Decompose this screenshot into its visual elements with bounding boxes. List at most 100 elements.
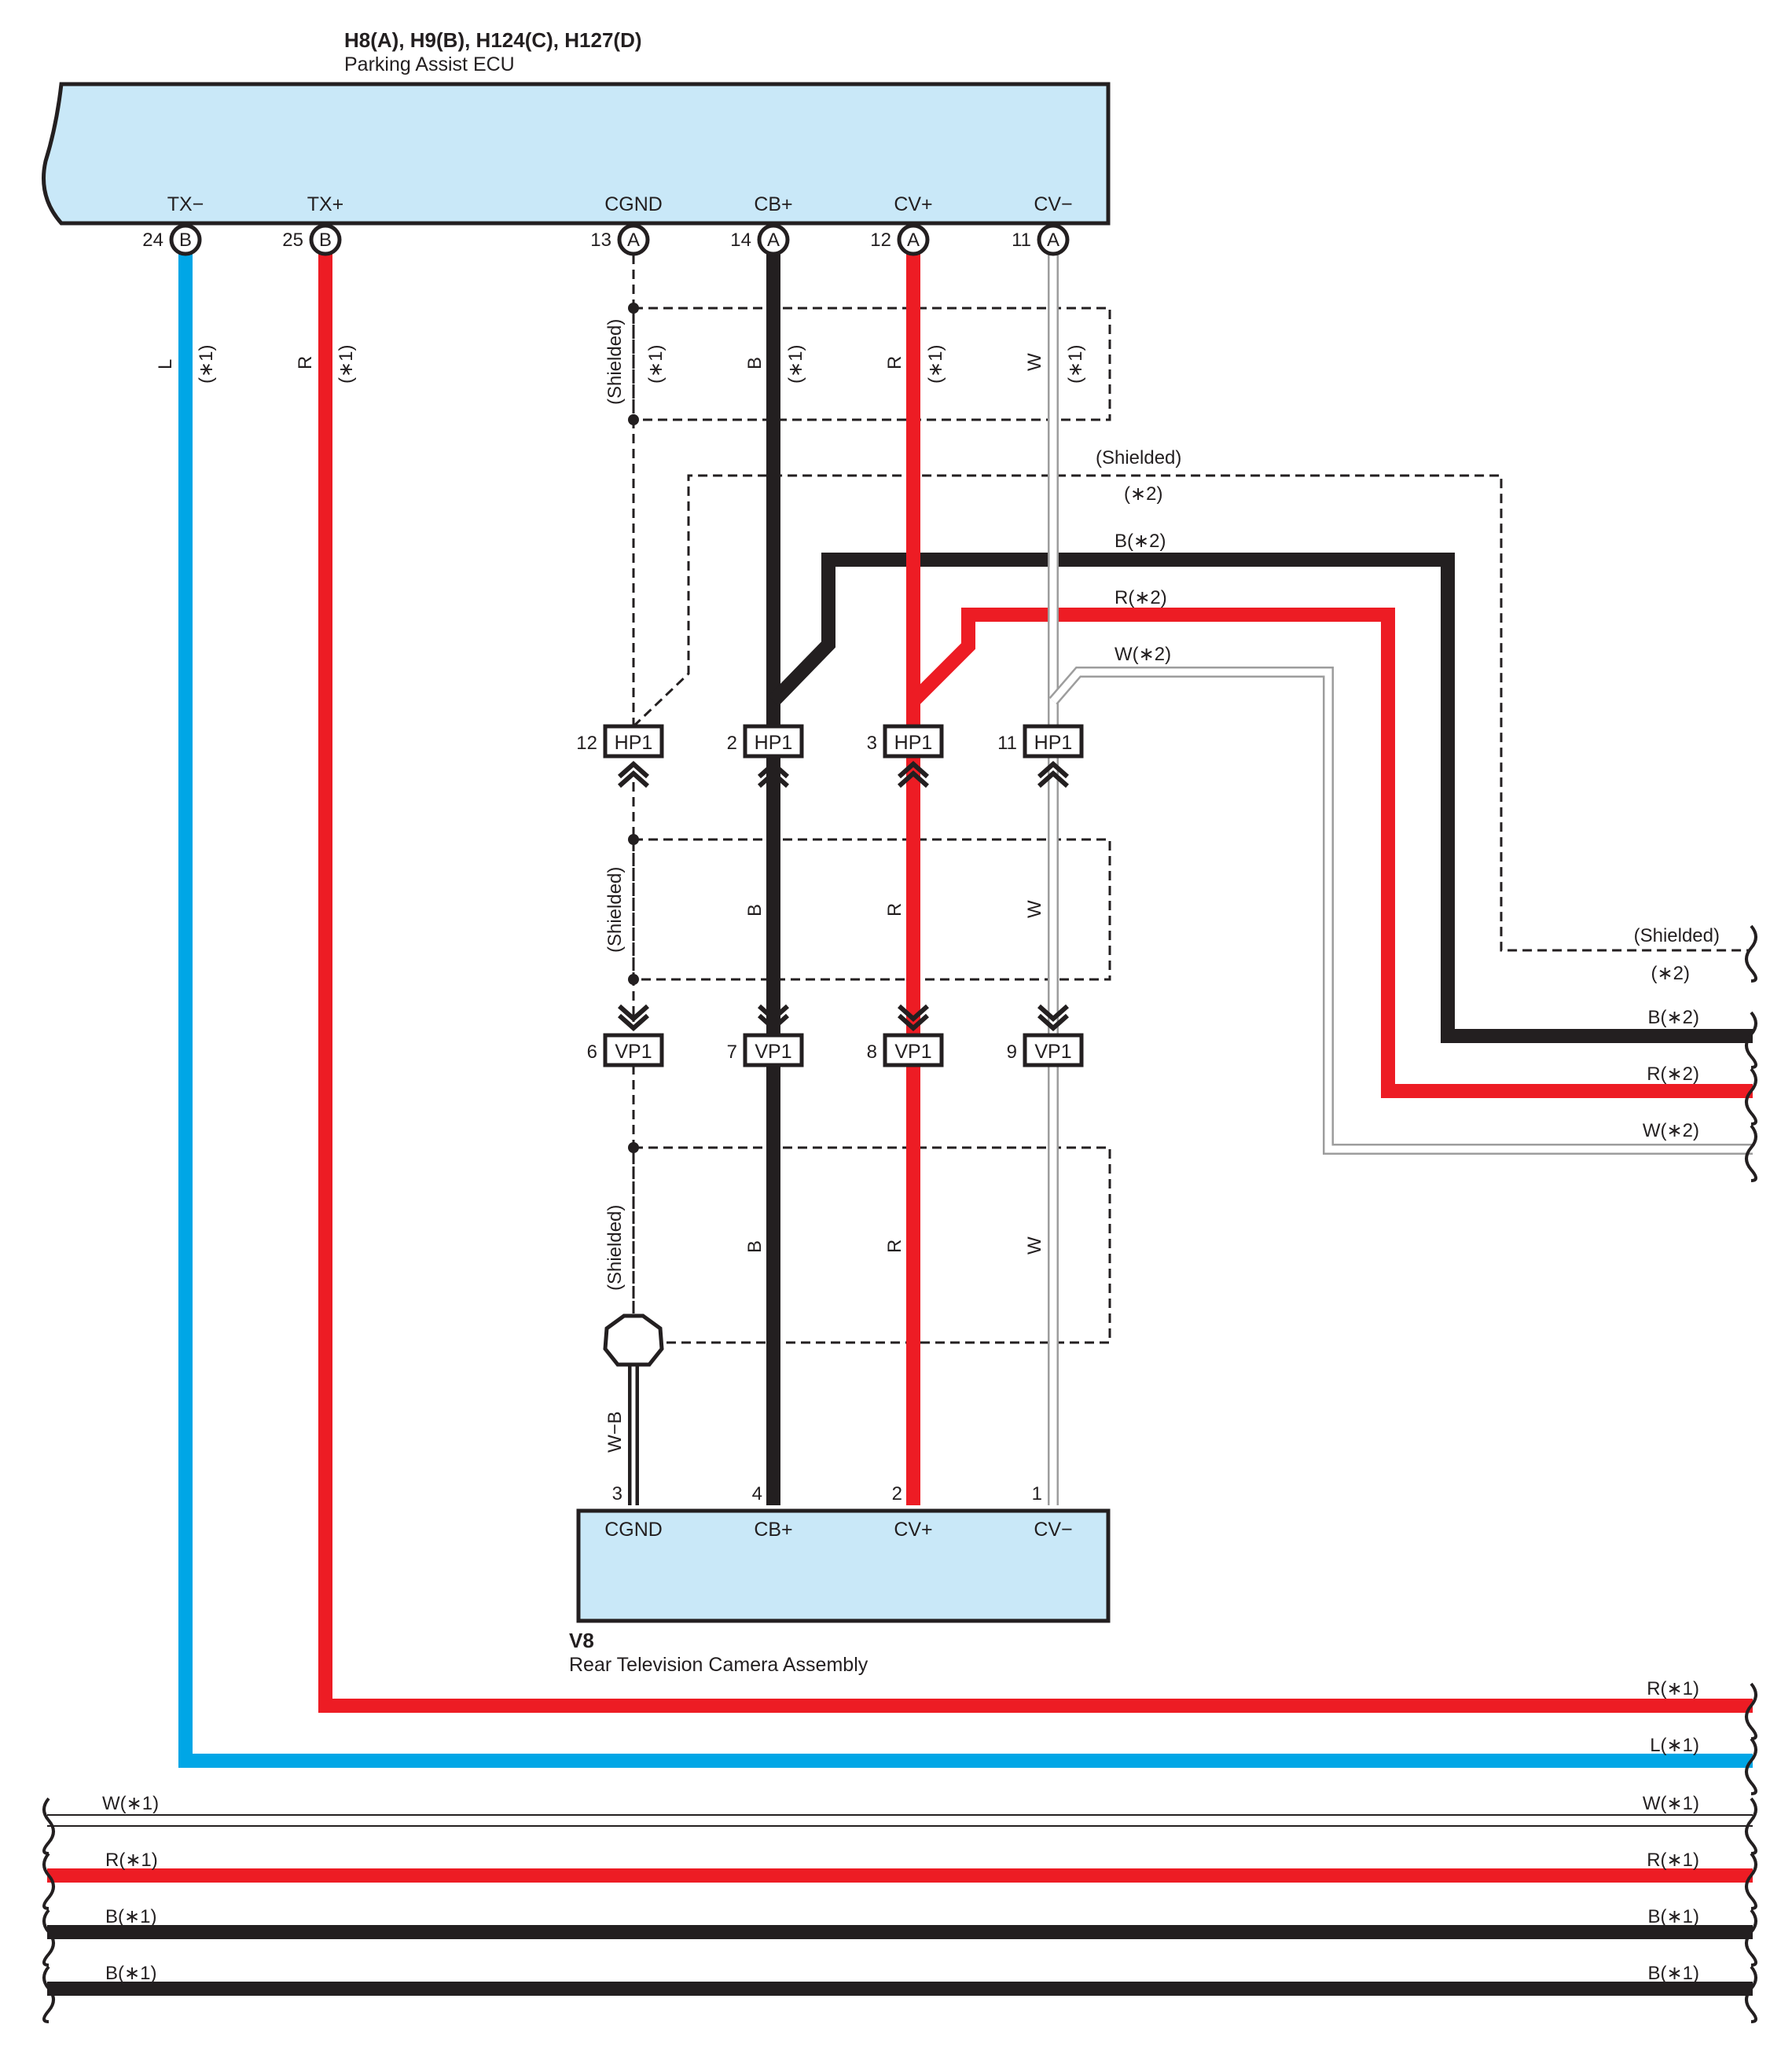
svg-text:R(∗2): R(∗2) — [1647, 1064, 1699, 1085]
camera-pin-1: 1 — [1032, 1483, 1042, 1504]
shield-dot — [628, 974, 639, 985]
svg-text:VP1: VP1 — [615, 1041, 652, 1063]
svg-text:(∗1): (∗1) — [785, 345, 806, 384]
ecu-name: Parking Assist ECU — [344, 53, 515, 75]
ecu-term-cgnd: CGND — [604, 193, 663, 215]
svg-text:W−B: W−B — [604, 1411, 626, 1453]
svg-text:(∗1): (∗1) — [645, 345, 666, 384]
svg-text:B(∗1): B(∗1) — [1648, 1963, 1699, 1984]
svg-text:(∗2): (∗2) — [1124, 483, 1162, 505]
hp1-pin-11: HP1 11 — [997, 724, 1084, 759]
ecu-term-cb-plus: CB+ — [754, 193, 792, 215]
ecu-term-cv-plus: CV+ — [894, 193, 932, 215]
svg-text:(∗1): (∗1) — [336, 345, 357, 384]
right-edge-labels: (Shielded) (∗2) B(∗2) R(∗2) W(∗2) R(∗1) … — [1634, 925, 1720, 1984]
camera-id: V8 — [569, 1629, 594, 1652]
camera-term-cb-plus: CB+ — [754, 1519, 792, 1541]
left-edge-labels: W(∗1) R(∗1) B(∗1) B(∗1) — [102, 1793, 159, 1984]
svg-text:VP1: VP1 — [894, 1041, 931, 1063]
svg-text:6: 6 — [587, 1042, 597, 1063]
svg-text:(Shielded): (Shielded) — [1634, 925, 1720, 946]
vp1-pin-6: VP1 6 — [587, 1033, 664, 1067]
shield-dot — [628, 834, 639, 845]
svg-text:24: 24 — [142, 230, 163, 251]
svg-text:B(∗1): B(∗1) — [105, 1906, 156, 1927]
camera-pin-3: 3 — [612, 1483, 622, 1504]
svg-text:VP1: VP1 — [1034, 1041, 1071, 1063]
svg-text:B(∗1): B(∗1) — [1648, 1906, 1699, 1927]
ecu-pin-cv-minus: A 11 — [1012, 223, 1070, 256]
ecu-pin-tx-plus: B 25 — [282, 223, 342, 256]
svg-text:W(∗1): W(∗1) — [102, 1793, 159, 1814]
svg-text:B: B — [744, 904, 766, 917]
svg-text:R(∗1): R(∗1) — [1647, 1850, 1699, 1871]
svg-text:HP1: HP1 — [615, 732, 653, 754]
svg-text:A: A — [767, 230, 780, 251]
svg-text:L: L — [155, 359, 176, 369]
ecu-pin-cb-plus: A 14 — [730, 223, 790, 256]
svg-text:B: B — [319, 230, 332, 251]
svg-text:(Shielded): (Shielded) — [604, 1205, 626, 1291]
svg-text:A: A — [627, 230, 640, 251]
break-marks-right — [1745, 924, 1757, 2023]
vp1-pin-8: VP1 8 — [867, 1033, 944, 1067]
svg-text:(Shielded): (Shielded) — [1096, 447, 1181, 468]
camera-pin-4: 4 — [752, 1483, 762, 1504]
svg-text:25: 25 — [282, 230, 303, 251]
shield-box-2 — [632, 838, 1111, 981]
svg-text:9: 9 — [1007, 1042, 1017, 1063]
ecu-term-tx-plus: TX+ — [307, 193, 344, 215]
svg-text:L(∗1): L(∗1) — [1650, 1735, 1699, 1756]
ecu-body — [42, 82, 1111, 226]
svg-text:(Shielded): (Shielded) — [604, 319, 626, 405]
svg-text:2: 2 — [727, 733, 737, 754]
ecu-term-tx-minus: TX− — [167, 193, 204, 215]
rotated-labels: L (∗1) R (∗1) (Shielded) (∗1) B (∗1) R (… — [155, 319, 1086, 1453]
hp1-pin-3: HP1 3 — [867, 724, 944, 759]
svg-text:W(∗2): W(∗2) — [1643, 1120, 1699, 1141]
hp1-pin-2: HP1 2 — [727, 724, 804, 759]
svg-text:B(∗2): B(∗2) — [1648, 1007, 1699, 1028]
hp1-pin-12: HP1 12 — [576, 724, 664, 759]
svg-text:11: 11 — [997, 733, 1017, 754]
vp1-pin-7: VP1 7 — [727, 1033, 804, 1067]
svg-text:8: 8 — [867, 1042, 877, 1063]
svg-text:W(∗2): W(∗2) — [1114, 644, 1171, 665]
svg-text:(∗1): (∗1) — [196, 345, 217, 384]
svg-text:11: 11 — [1012, 230, 1031, 251]
wire-tx-plus-red — [318, 250, 1753, 1713]
break-marks-left — [42, 1797, 55, 2023]
svg-text:W: W — [1024, 1236, 1045, 1255]
svg-text:14: 14 — [730, 230, 751, 251]
svg-text:HP1: HP1 — [894, 732, 933, 754]
svg-text:B(∗2): B(∗2) — [1114, 531, 1166, 552]
wire-cv-minus-white — [1048, 250, 1753, 1505]
svg-text:13: 13 — [590, 230, 611, 251]
svg-text:R(∗1): R(∗1) — [105, 1850, 158, 1871]
svg-text:R: R — [884, 356, 905, 369]
shield-2-outline — [632, 474, 1749, 952]
svg-text:VP1: VP1 — [755, 1041, 791, 1063]
wire-tx-minus-blue — [178, 250, 1753, 1768]
svg-text:(∗2): (∗2) — [1651, 963, 1690, 984]
svg-text:B(∗1): B(∗1) — [105, 1963, 156, 1984]
svg-text:B: B — [744, 1240, 766, 1253]
svg-text:B: B — [744, 357, 766, 369]
wire-cb-branch-black — [768, 553, 1753, 1043]
svg-text:(∗1): (∗1) — [925, 345, 946, 384]
svg-text:W(∗1): W(∗1) — [1643, 1793, 1699, 1814]
branch-labels: (Shielded) (∗2) B(∗2) R(∗2) W(∗2) — [1096, 447, 1181, 665]
shield-dot — [628, 303, 639, 314]
ecu-term-cv-minus: CV− — [1034, 193, 1072, 215]
svg-text:12: 12 — [870, 230, 891, 251]
camera-term-cv-minus: CV− — [1034, 1519, 1072, 1541]
camera-term-cgnd: CGND — [604, 1519, 663, 1541]
svg-text:R: R — [884, 1240, 905, 1253]
svg-text:7: 7 — [727, 1042, 737, 1063]
camera-name: Rear Television Camera Assembly — [569, 1654, 868, 1676]
shield-dot — [628, 414, 639, 425]
svg-text:R: R — [884, 903, 905, 917]
svg-text:HP1: HP1 — [755, 732, 793, 754]
wire-cv-branch-red — [908, 608, 1753, 1098]
